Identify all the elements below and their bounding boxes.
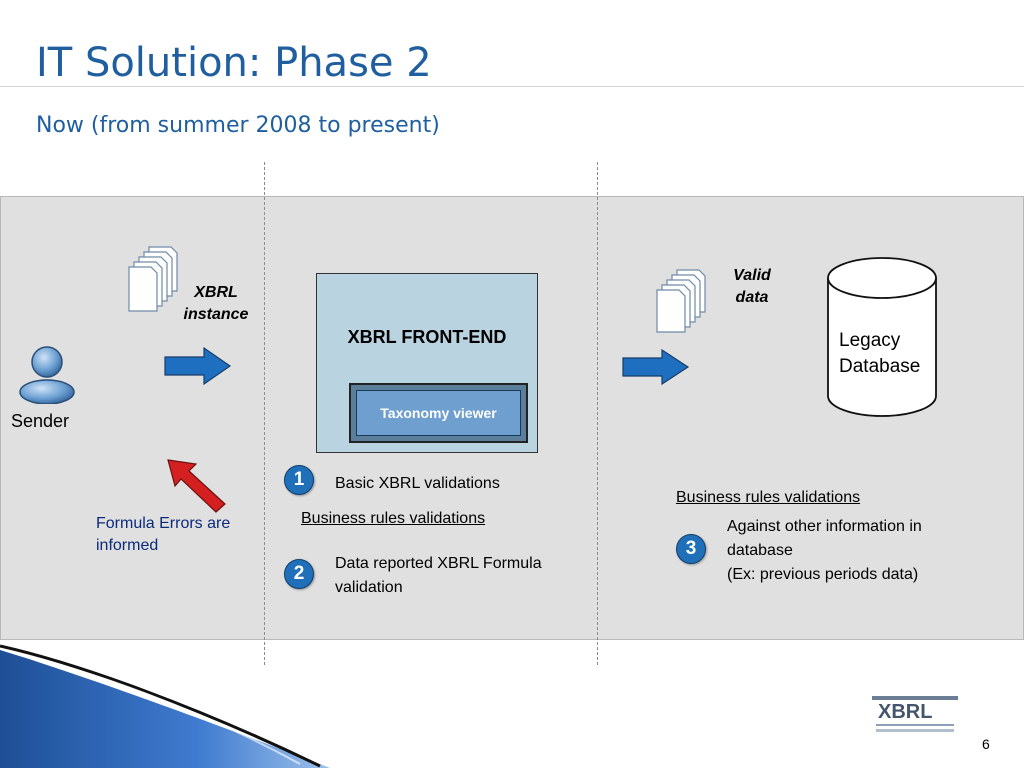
xbrl-instance-label: XBRL instance bbox=[183, 284, 249, 323]
page-number: 6 bbox=[982, 736, 990, 752]
step-3-badge: 3 bbox=[676, 534, 706, 564]
database-cylinder-icon bbox=[827, 257, 937, 417]
step-2-badge: 2 bbox=[284, 559, 314, 589]
arrow-right-icon bbox=[164, 347, 232, 385]
database-label: Legacy Database bbox=[839, 330, 921, 377]
decorative-swoosh bbox=[0, 644, 330, 768]
step-3-text: Against other information in database (E… bbox=[727, 518, 922, 583]
business-rules-right-label: Business rules validations bbox=[676, 489, 861, 506]
document-stack-icon bbox=[128, 246, 178, 312]
person-icon bbox=[19, 346, 75, 404]
step-1-badge: 1 bbox=[284, 465, 314, 495]
xbrl-logo: XBRL bbox=[872, 696, 958, 732]
arrow-back-icon bbox=[167, 459, 226, 513]
taxonomy-viewer-button[interactable]: Taxonomy viewer bbox=[356, 390, 521, 436]
xbrl-frontend-label: XBRL FRONT-END bbox=[347, 327, 507, 347]
valid-data-label: Valid data bbox=[733, 267, 771, 306]
divider-right bbox=[597, 162, 598, 665]
title-divider bbox=[0, 86, 1024, 87]
page-title: IT Solution: Phase 2 bbox=[36, 40, 432, 86]
business-rules-left-label: Business rules validations bbox=[301, 510, 486, 527]
page-subtitle: Now (from summer 2008 to present) bbox=[36, 113, 440, 138]
arrow-right-icon bbox=[622, 349, 690, 385]
divider-left bbox=[264, 162, 265, 665]
svg-text:XBRL: XBRL bbox=[878, 701, 932, 723]
step-1-text: Basic XBRL validations bbox=[335, 475, 500, 492]
formula-errors-label: Formula Errors are informed bbox=[96, 515, 231, 554]
sender-label: Sender bbox=[11, 411, 70, 431]
step-2-text: Data reported XBRL Formula validation bbox=[335, 555, 542, 596]
document-stack-icon bbox=[656, 269, 706, 333]
